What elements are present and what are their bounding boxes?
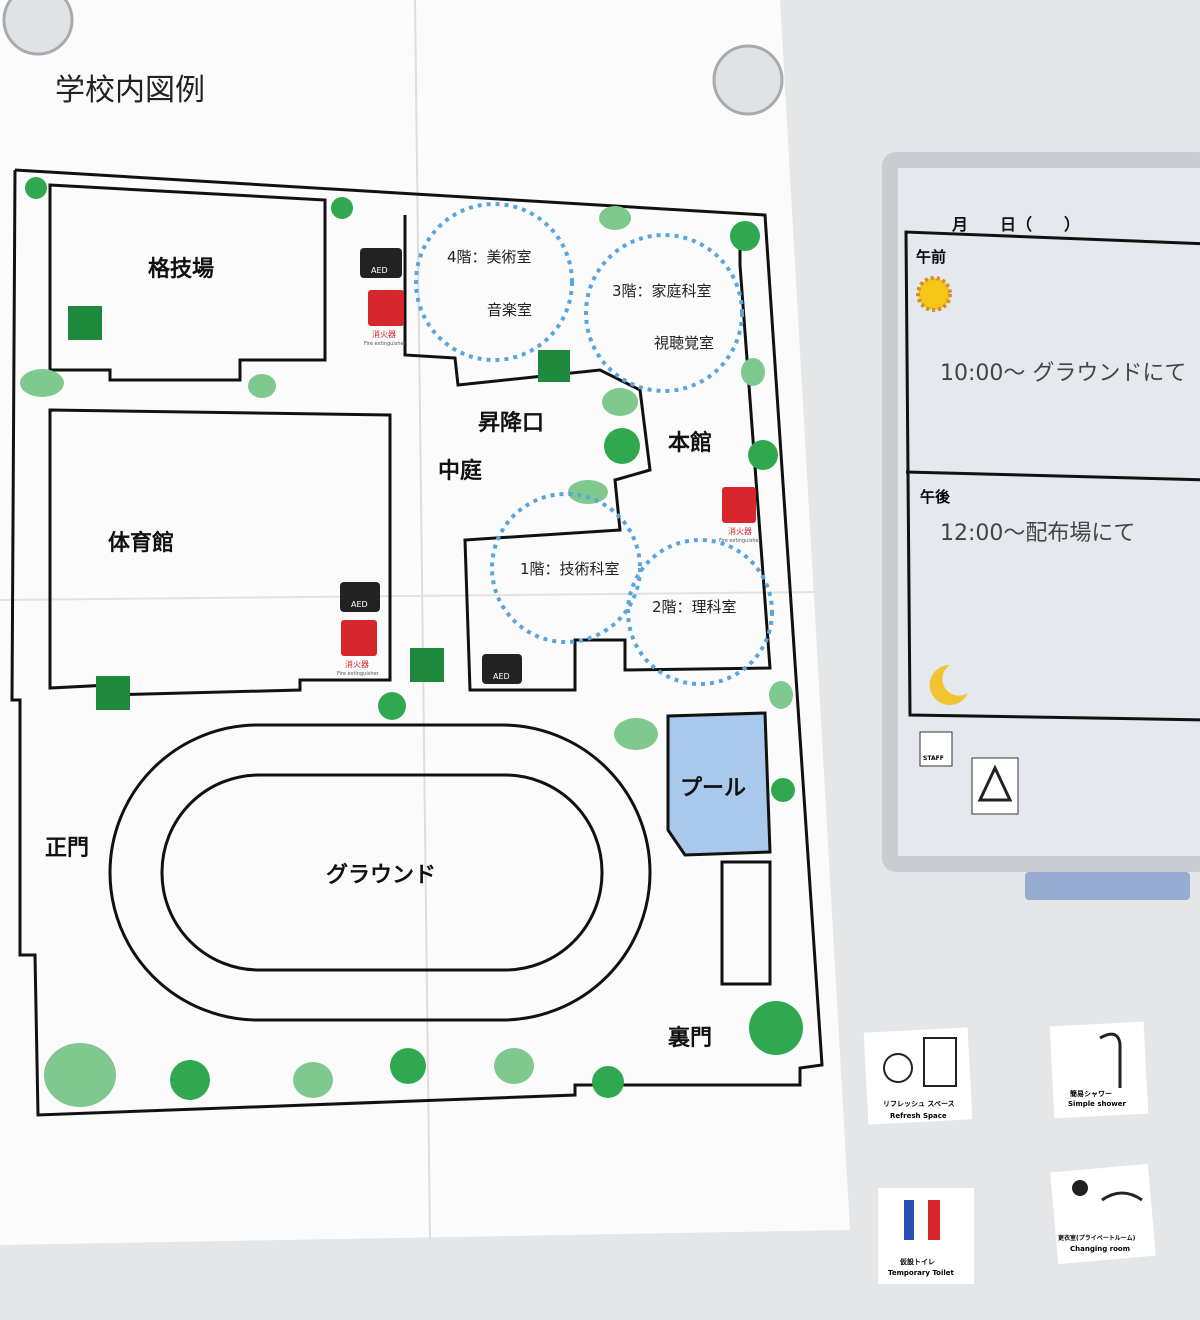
map-poster	[0, 0, 850, 1245]
floor-label: 音楽室	[487, 301, 532, 319]
toilet-icon	[904, 1200, 914, 1240]
tree-icon	[378, 692, 406, 720]
area-label: 本館	[668, 430, 712, 456]
site-outline	[10, 168, 824, 1117]
card-jp-label: 簡易シャワー	[1069, 1089, 1112, 1098]
area-label: 裏門	[668, 1025, 712, 1051]
refresh-space-icon	[883, 1053, 913, 1083]
card-jp-label: 更衣室(プライベートルーム)	[1058, 1234, 1136, 1242]
floor-label: 視聴覚室	[654, 334, 714, 352]
tree-icon	[390, 1048, 426, 1084]
area-label: 中庭	[438, 458, 482, 484]
tree-icon	[170, 1060, 210, 1100]
extinguisher-sub-label: Fire extinguisher	[719, 538, 762, 544]
morning-label: 午前	[916, 248, 946, 266]
extinguisher-sub-label: Fire extinguisher	[364, 341, 407, 347]
pool-area	[666, 711, 772, 857]
area-label: 体育館	[108, 530, 174, 556]
area-label: 格技場	[148, 256, 214, 282]
fold-line	[0, 591, 821, 601]
moon-icon	[929, 664, 968, 705]
emergency-exit-icon	[68, 306, 570, 710]
tree-icon	[331, 197, 353, 219]
svg-text:AED: AED	[493, 672, 510, 681]
area-label: 昇降口	[478, 411, 544, 436]
card-en-label: Refresh Space	[890, 1112, 947, 1120]
floor-label: 2階：理科室	[652, 598, 737, 616]
card-simple-shower: 簡易シャワー Simple shower	[1049, 1021, 1149, 1119]
tree-icon	[771, 778, 795, 802]
morning-note: 10:00～ グラウンドにて	[940, 361, 1186, 386]
staff-tv-icon	[919, 731, 953, 767]
fold-line	[414, 0, 431, 1241]
fire-extinguisher-icon: 消火器 Fire extinguisher	[719, 487, 762, 544]
card-en-label: Simple shower	[1068, 1100, 1127, 1108]
floor-circles	[414, 202, 774, 686]
floor-label: 1階：技術科室	[520, 560, 620, 578]
svg-text:AED: AED	[371, 266, 388, 275]
card-refresh-space: リフレッシュ スペース Refresh Space	[863, 1027, 973, 1125]
magnet	[2, 0, 74, 56]
map-title: 学校内図例	[55, 73, 205, 108]
extinguisher-label: 消火器	[345, 659, 369, 669]
magnet	[712, 44, 784, 116]
tree-icon	[25, 177, 47, 199]
changing-room-icon	[1072, 1180, 1088, 1196]
rice-ball-shape	[977, 764, 1013, 802]
afternoon-label: 午後	[920, 488, 951, 506]
floor-label: 3階：家庭科室	[612, 282, 712, 300]
date-header: 月 日（ ）	[951, 215, 1080, 234]
aed-icon: AED	[482, 654, 522, 684]
card-en-label: Temporary Toilet	[888, 1269, 955, 1277]
extinguisher-sub-label: Fire extinguisher	[337, 671, 380, 677]
floor-label: 4階：美術室	[447, 248, 532, 266]
card-changing-room: 更衣室(プライベートルーム) Changing room	[1050, 1163, 1156, 1265]
staff-label: STAFF	[923, 755, 944, 762]
whiteboard-grid	[904, 230, 1200, 722]
extinguisher-label: 消火器	[372, 329, 396, 339]
tree-icon	[730, 221, 760, 251]
aed-icon: AED	[340, 582, 380, 612]
area-label: 正門	[45, 836, 89, 861]
tree-icon	[748, 440, 778, 470]
svg-text:AED: AED	[351, 600, 368, 609]
extinguisher-label: 消火器	[728, 526, 752, 536]
fire-extinguisher-icon: 消火器 Fire extinguisher	[364, 290, 407, 347]
area-label: プール	[680, 776, 746, 801]
sun-icon	[916, 276, 952, 312]
card-temporary-toilet: 仮設トイレ Temporary Toilet	[878, 1188, 974, 1284]
card-jp-label: リフレッシュ スペース	[883, 1100, 955, 1108]
tree-icon	[604, 428, 640, 464]
area-label: グラウンド	[326, 862, 436, 888]
eraser-tray	[1025, 872, 1190, 900]
tree-icon	[749, 1001, 803, 1055]
shower-icon	[1099, 1032, 1122, 1088]
card-en-label: Changing room	[1070, 1245, 1130, 1253]
shrubs	[20, 206, 793, 1107]
trees	[25, 177, 803, 1100]
afternoon-note: 12:00～配布場にて	[940, 521, 1135, 546]
aed-icon: AED	[360, 248, 402, 278]
tree-icon	[592, 1066, 624, 1098]
card-jp-label: 仮設トイレ	[899, 1257, 935, 1266]
fire-extinguisher-icon: 消火器 Fire extinguisher	[337, 620, 380, 677]
